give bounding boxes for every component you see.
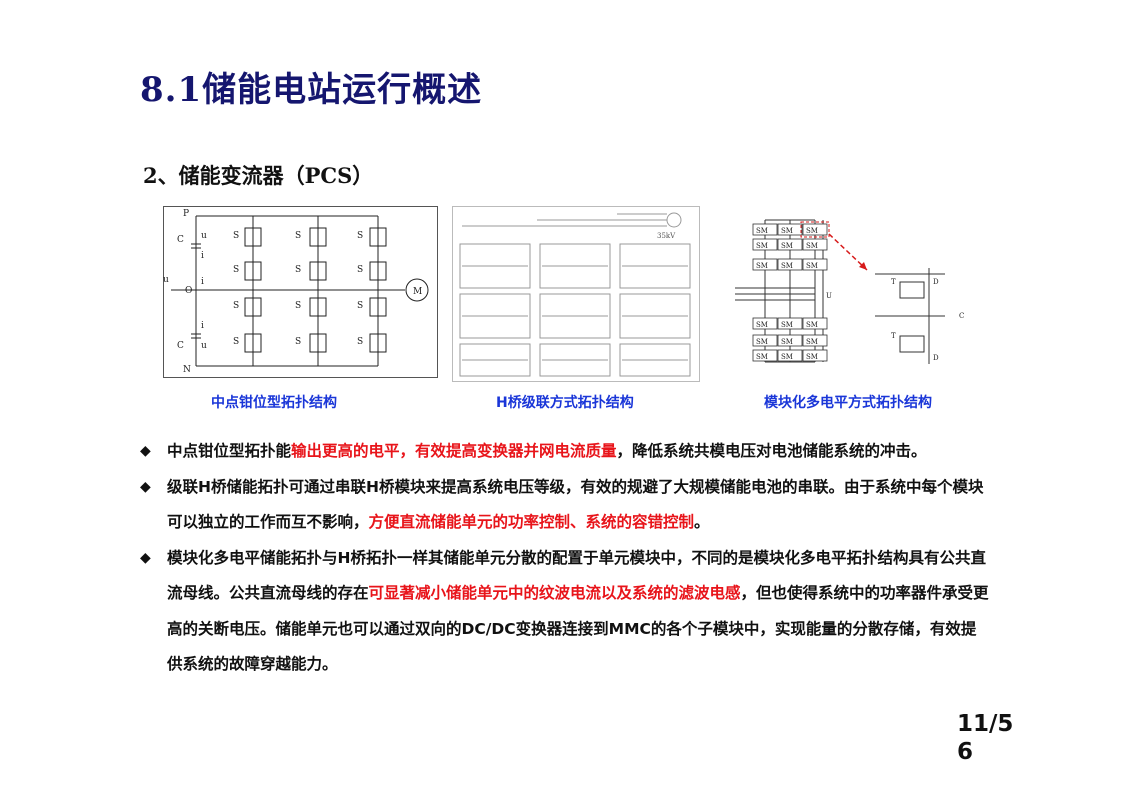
switch-label: S	[233, 265, 239, 275]
sm-label: SM	[806, 321, 818, 329]
ic2-label: i	[201, 321, 204, 331]
sm-label: SM	[806, 242, 818, 250]
sm-label: SM	[756, 321, 768, 329]
c-label: C	[959, 312, 964, 320]
text-segment: 级联H桥储能拓扑可通过串联H桥模块来提高系统电压等级，有效的规避了大规模储能电池…	[167, 477, 984, 532]
switch-label: S	[357, 301, 363, 311]
cascaded-h-bridge-diagram: 35kV	[452, 206, 700, 382]
figure-caption-npc: 中点钳位型拓扑结构	[211, 395, 337, 411]
sm-label: SM	[781, 353, 793, 361]
bullet-item: ◆ 模块化多电平储能拓扑与H桥拓扑一样其储能单元分散的配置于单元模块中，不同的是…	[140, 541, 990, 683]
text-segment: 模块化多电平储能拓扑与H桥拓扑一样其储能单元分散的配置于单元模块中，不同的是模块…	[167, 548, 986, 603]
switch-label: S	[233, 301, 239, 311]
sm-label: SM	[781, 262, 793, 270]
slide-title: 8.1储能电站运行概述	[140, 70, 483, 110]
n-label: N	[183, 365, 191, 375]
ud-label: u	[163, 275, 169, 285]
sm-label: SM	[781, 242, 793, 250]
section-subtitle: 2、储能变流器（PCS）	[143, 163, 374, 188]
d1-label: D	[933, 278, 939, 286]
bullet-item: ◆ 中点钳位型拓扑能输出更高的电平，有效提高变换器并网电流质量，降低系统共模电压…	[140, 434, 990, 470]
bullet-item: ◆ 级联H桥储能拓扑可通过串联H桥模块来提高系统电压等级，有效的规避了大规模储能…	[140, 470, 990, 541]
uc2-label: u	[201, 341, 207, 351]
switch-label: S	[357, 231, 363, 241]
c1-label: C	[177, 235, 184, 245]
ic1-label: i	[201, 251, 204, 261]
highlight-segment: 可显著减小储能单元中的纹波电流以及系统的滤波电感	[368, 584, 741, 602]
switch-label: S	[295, 301, 301, 311]
diamond-bullet-icon: ◆	[140, 478, 151, 495]
sm-label: SM	[806, 227, 818, 235]
t2-label: T	[891, 332, 896, 340]
switch-label: S	[233, 337, 239, 347]
c2-label: C	[177, 341, 184, 351]
switch-label: S	[357, 265, 363, 275]
t1-label: T	[891, 278, 896, 286]
figure-caption-mmc: 模块化多电平方式拓扑结构	[764, 395, 932, 411]
text-segment: 中点钳位型拓扑能	[167, 442, 292, 460]
switch-label: S	[295, 337, 301, 347]
highlight-segment: 方便直流储能单元的功率控制、系统的容错控制	[368, 513, 695, 531]
motor-label: M	[413, 287, 422, 297]
o-label: O	[185, 286, 192, 296]
sm-label: SM	[806, 353, 818, 361]
switch-label: S	[295, 231, 301, 241]
sm-label: SM	[756, 227, 768, 235]
switch-label: S	[233, 231, 239, 241]
sm-label: SM	[756, 338, 768, 346]
bullet-list: ◆ 中点钳位型拓扑能输出更高的电平，有效提高变换器并网电流质量，降低系统共模电压…	[140, 434, 990, 683]
highlight-segment: 输出更高的电平，有效提高变换器并网电流质量	[291, 442, 617, 460]
diamond-bullet-icon: ◆	[140, 443, 151, 459]
mmc-topology-diagram: SM SM SM SM SM SM SM SM SM SM SM SM SM S…	[735, 219, 964, 364]
switch-label: S	[357, 337, 363, 347]
p-label: P	[183, 209, 189, 219]
uc1-label: u	[201, 231, 207, 241]
voltage-label: 35kV	[657, 232, 676, 240]
d2-label: D	[933, 354, 939, 362]
sm-label: SM	[781, 338, 793, 346]
text-segment: ，但也使得系统中的功率器件承受更高的关断电压。储能单元也可以通过双向的DC/DC…	[167, 584, 989, 673]
sm-label: SM	[756, 262, 768, 270]
io-label: i	[201, 277, 204, 287]
sm-label: SM	[806, 338, 818, 346]
text-segment: 。	[694, 513, 710, 531]
npc-topology-diagram: P N O u C C u u i i i M S S S S S S S S …	[163, 206, 438, 378]
sm-label: SM	[756, 242, 768, 250]
sm-label: SM	[781, 227, 793, 235]
diamond-bullet-icon: ◆	[140, 549, 151, 566]
page-number: 11/56	[957, 711, 1014, 760]
sm-label: SM	[806, 262, 818, 270]
sm-label: SM	[756, 353, 768, 361]
switch-label: S	[295, 265, 301, 275]
figure-caption-h-bridge: H桥级联方式拓扑结构	[496, 395, 634, 411]
sm-label: SM	[781, 321, 793, 329]
udc-label: U	[826, 292, 832, 300]
text-segment: ，降低系统共模电压对电池储能系统的冲击。	[616, 442, 927, 460]
